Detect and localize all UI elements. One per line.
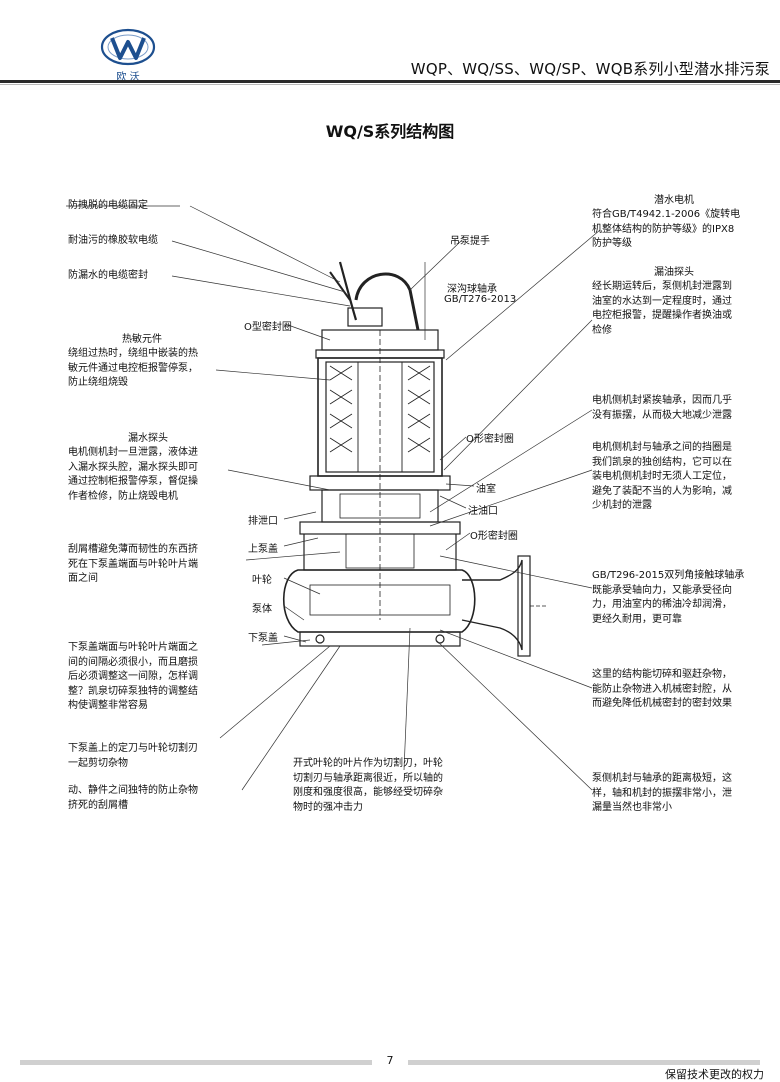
footer-note: 保留技术更改的权力 xyxy=(665,1068,764,1081)
callout-cable-seal: 防漏水的电缆密封 xyxy=(68,270,148,281)
callout-cable-fixing: 防拽脱的电缆固定 xyxy=(68,200,148,211)
logo-text: 欧 沃 xyxy=(116,72,140,83)
callout-anti-jam-groove: 动、静件之间独特的防止杂物 挤死的刮屑槽 xyxy=(68,785,198,811)
callout-gap-adjustment: 下泵盖端面与叶轮叶片端面之 间的间隔必须很小，而且磨损 后必须调整这一间隙，怎样… xyxy=(68,642,198,711)
label-oil-chamber: 油室 xyxy=(476,484,496,495)
document-title: WQP、WQ/SS、WQ/SP、WQB系列小型潜水排污泵 xyxy=(410,60,770,78)
callout-retaining-ring: 电机侧机封与轴承之间的挡圈是 我们凯泉的独创结构，它可以在 装电机侧机封时无须人… xyxy=(592,442,732,511)
callout-open-impeller: 开式叶轮的叶片作为切割刃，叶轮 切割刃与轴承距离很近，所以轴的 刚度和强度很高，… xyxy=(293,758,443,813)
diagram-title: WQ/S系列结构图 xyxy=(325,122,455,141)
label-lifting-handle: 吊泵提手 xyxy=(450,236,490,247)
callout-scraper-groove: 刮屑槽避免薄而韧性的东西挤 死在下泵盖端面与叶轮叶片端 面之间 xyxy=(68,544,198,584)
callout-thermal-element-body: 绕组过热时，绕组中嵌装的热 敏元件通过电控柜报警停泵， 防止绕组烧毁 xyxy=(68,348,198,388)
label-o-ring-low: O形密封圈 xyxy=(470,531,518,542)
callout-oil-probe-body: 经长期运转后，泵侧机封泄露到 油室的水达到一定程度时，通过 电控柜报警，提醒操作… xyxy=(592,281,732,336)
page-number: 7 xyxy=(372,1054,408,1067)
label-oil-filler: 注油口 xyxy=(468,506,498,517)
header-divider xyxy=(0,80,780,83)
label-o-ring-top: O型密封圈 xyxy=(244,322,292,333)
label-o-ring-mid: O形密封圈 xyxy=(466,434,514,445)
label-deep-groove-bearing: 深沟球轴承 xyxy=(447,284,497,295)
header-divider-thin xyxy=(0,84,780,85)
callout-pump-seal: 泵侧机封与轴承的距离极短，这 样，轴和机封的振摆非常小，泄 漏量当然也非常小 xyxy=(592,773,732,813)
label-pump-body: 泵体 xyxy=(252,604,272,615)
callout-motor-title: 潜水电机 xyxy=(654,195,694,206)
label-upper-cover: 上泵盖 xyxy=(248,544,278,555)
callout-rubber-cable: 耐油污的橡胶软电缆 xyxy=(68,235,158,246)
callout-oil-probe-title: 漏油探头 xyxy=(654,267,694,278)
callout-motor-body: 符合GB/T4942.1-2006《旋转电 机整体结构的防护等级》的IPX8 防… xyxy=(592,209,741,249)
callout-thermal-element-title: 热敏元件 xyxy=(122,334,162,345)
company-logo xyxy=(100,28,156,66)
label-impeller: 叶轮 xyxy=(252,575,272,586)
callout-cutting-structure: 这里的结构能切碎和驱赶杂物， 能防止杂物进入机械密封腔，从 而避免降低机械密封的… xyxy=(592,669,732,709)
label-bearing-standard: GB/T276-2013 xyxy=(444,294,517,305)
callout-leak-probe-title: 漏水探头 xyxy=(128,433,168,444)
callout-angular-bearing: GB/T296-2015双列角接触球轴承 既能承受轴向力，又能承受径向 力，用油… xyxy=(592,570,745,625)
label-drain-port: 排泄口 xyxy=(248,516,278,527)
callout-motor-seal: 电机侧机封紧挨轴承，因而几乎 没有振摆，从而极大地减少泄露 xyxy=(592,395,732,421)
callout-fixed-blade: 下泵盖上的定刀与叶轮切割刃 一起剪切杂物 xyxy=(68,743,198,769)
label-lower-cover: 下泵盖 xyxy=(248,633,278,644)
callout-leak-probe-body: 电机侧机封一旦泄露，液体进 入漏水探头腔，漏水探头即可 通过控制柜报警停泵，督促… xyxy=(68,447,198,502)
